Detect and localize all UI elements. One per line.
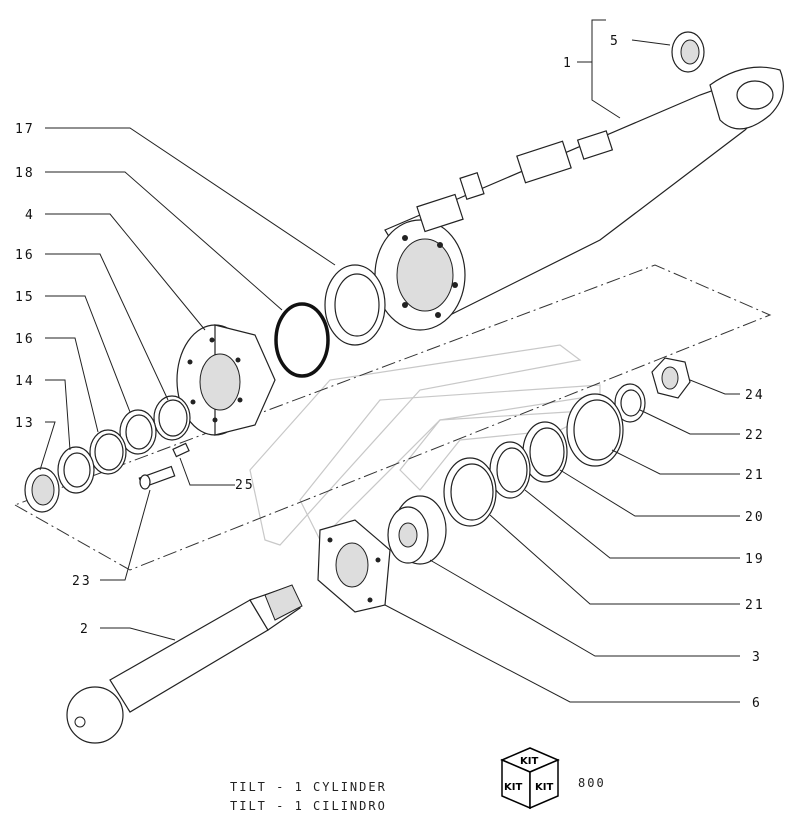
wiper-part-13 bbox=[24, 467, 60, 513]
label-part-21-lower: 21 bbox=[745, 598, 765, 613]
label-part-5: 5 bbox=[610, 34, 620, 49]
kit-code: 800 bbox=[578, 776, 606, 790]
label-part-19: 19 bbox=[745, 552, 765, 567]
kit-label-left: KIT bbox=[504, 782, 522, 793]
leader-lines bbox=[39, 19, 740, 703]
label-part-16-lower: 16 bbox=[15, 332, 35, 347]
label-part-2: 2 bbox=[80, 622, 90, 637]
kit-label-top: KIT bbox=[520, 756, 538, 767]
label-part-13: 13 bbox=[15, 416, 35, 431]
kit-label-right: KIT bbox=[535, 782, 553, 793]
label-part-18: 18 bbox=[15, 166, 35, 181]
cylinder-barrel-part-1 bbox=[374, 66, 784, 331]
label-part-17: 17 bbox=[15, 122, 35, 137]
nut-part-24 bbox=[651, 357, 691, 399]
label-part-14: 14 bbox=[15, 374, 35, 389]
seal-part-14 bbox=[57, 446, 95, 494]
screw-part-23 bbox=[138, 465, 176, 490]
label-part-4: 4 bbox=[25, 208, 35, 223]
o-ring-part-18 bbox=[274, 302, 330, 378]
gland-part-4 bbox=[176, 324, 276, 436]
seal-part-15 bbox=[119, 409, 157, 455]
label-part-15: 15 bbox=[15, 290, 35, 305]
flange-part-6 bbox=[317, 519, 391, 613]
label-part-25: 25 bbox=[235, 478, 255, 493]
kit-cube-icon: KIT KIT KIT bbox=[500, 747, 560, 810]
label-part-6: 6 bbox=[752, 696, 762, 711]
ring-part-17 bbox=[324, 264, 386, 346]
piston-part-3 bbox=[387, 495, 447, 565]
ring-part-22 bbox=[614, 383, 646, 423]
label-part-22: 22 bbox=[745, 428, 765, 443]
caption-italian: TILT - 1 CILINDRO bbox=[230, 799, 387, 813]
ring-part-21-upper bbox=[566, 393, 624, 467]
part-labels: 1 5 17 18 4 16 15 16 14 13 25 23 2 24 22… bbox=[15, 34, 765, 711]
seal-part-16-lower bbox=[89, 429, 127, 475]
caption-english: TILT - 1 CYLINDER bbox=[230, 780, 387, 794]
ring-part-19 bbox=[489, 441, 531, 499]
label-part-1: 1 bbox=[563, 56, 573, 71]
bushing-part-5 bbox=[671, 31, 705, 73]
label-part-24: 24 bbox=[745, 388, 765, 403]
piston-rod-part-2 bbox=[66, 584, 303, 744]
section-boundary bbox=[14, 264, 772, 571]
label-part-21-upper: 21 bbox=[745, 468, 765, 483]
label-part-3: 3 bbox=[752, 650, 762, 665]
label-part-16-upper: 16 bbox=[15, 248, 35, 263]
label-part-20: 20 bbox=[745, 510, 765, 525]
seal-part-16-upper bbox=[153, 395, 191, 441]
grub-screw-part-25 bbox=[172, 442, 190, 458]
ring-part-21-lower bbox=[443, 457, 497, 527]
label-part-23: 23 bbox=[72, 574, 92, 589]
